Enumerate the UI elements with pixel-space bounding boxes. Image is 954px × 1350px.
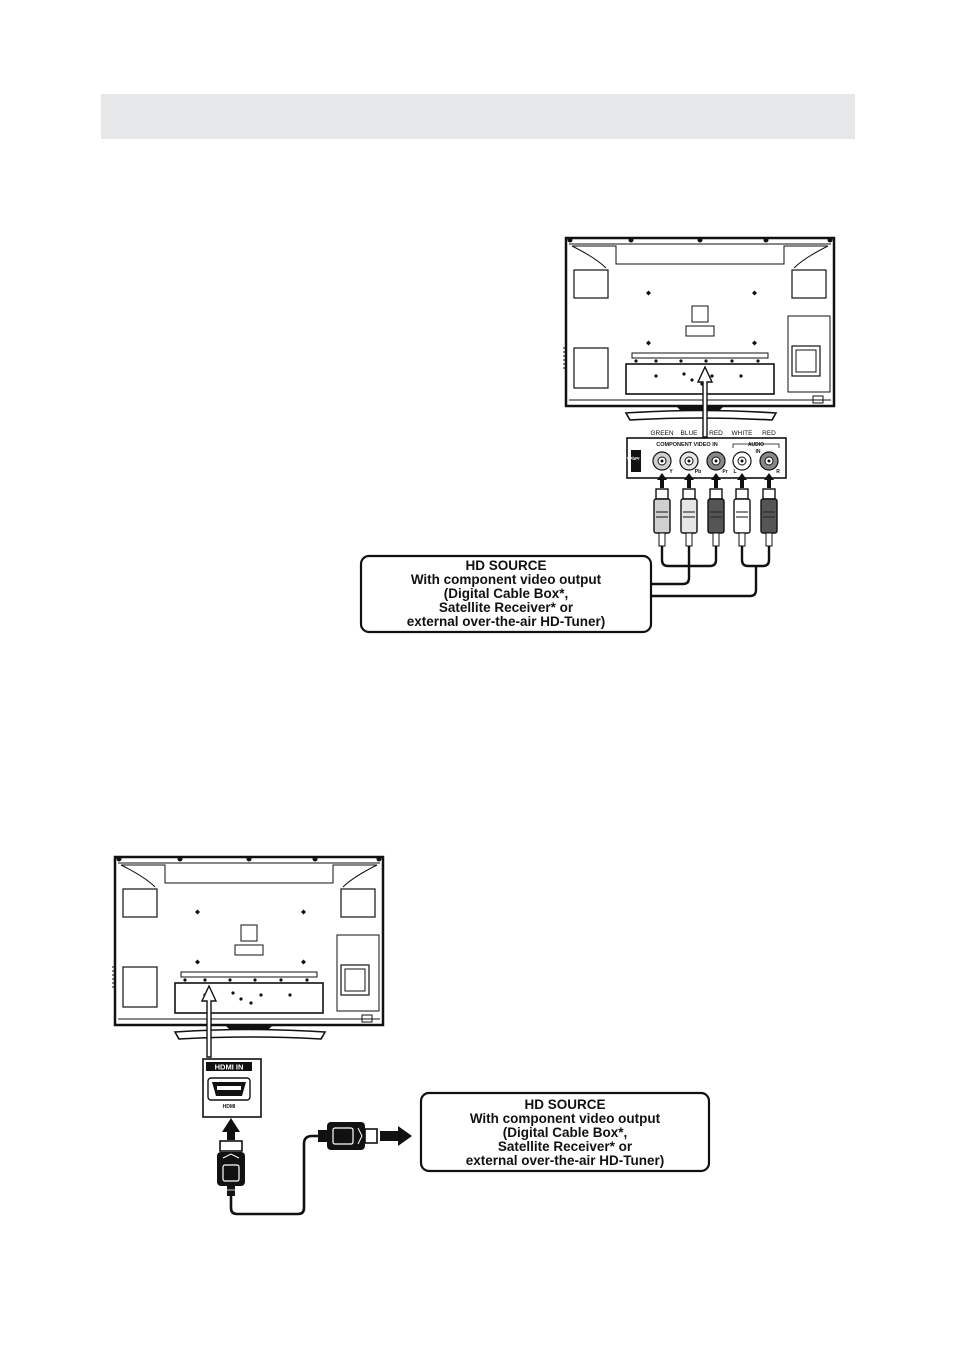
hdmi-source-box: HD SOURCE With component video output (D…	[419, 1091, 711, 1173]
hdmi-source-line-4: Satellite Receiver* or	[498, 1139, 633, 1154]
panel-side-label: YPbPr IN	[626, 456, 645, 461]
audio-in-label: IN	[756, 449, 761, 455]
component-source-line-5: external over-the-air HD-Tuner)	[407, 614, 606, 629]
hdmi-plug-source	[318, 1122, 412, 1150]
jack-pb	[679, 451, 699, 471]
jack-audio-r	[759, 451, 779, 471]
component-cables	[651, 546, 771, 598]
hdmi-plug-tv	[217, 1118, 245, 1196]
component-connection-arrow	[696, 365, 714, 438]
hdmi-source-line-1: HD SOURCE	[524, 1097, 605, 1112]
jack-y	[652, 451, 672, 471]
tv-back-hdmi	[110, 855, 385, 1041]
component-source-line-3: (Digital Cable Box*,	[444, 586, 569, 601]
component-source-line-4: Satellite Receiver* or	[439, 600, 574, 615]
jack-pr	[706, 451, 726, 471]
rca-plug-blue	[680, 473, 698, 547]
hdmi-connection-arrow	[200, 984, 218, 1058]
jack-color-labels: GREEN BLUE RED WHITE RED	[650, 430, 776, 437]
component-source-line-1: HD SOURCE	[465, 558, 546, 573]
jack-audio-l	[732, 451, 752, 471]
audio-label: AUDIO	[748, 442, 764, 448]
hdmi-port-panel: HDMI IN HDMI	[202, 1058, 262, 1118]
component-source-line-2: With component video output	[411, 572, 602, 587]
rca-plug-white	[733, 473, 751, 547]
hdmi-source-line-3: (Digital Cable Box*,	[503, 1125, 628, 1140]
hdmi-source-line-5: external over-the-air HD-Tuner)	[466, 1153, 665, 1168]
component-source-box: HD SOURCE With component video output (D…	[359, 554, 653, 634]
jack-label-pb: Pb	[695, 469, 701, 475]
panel-title: COMPONENT VIDEO IN	[656, 442, 717, 448]
rca-plug-red	[707, 473, 725, 547]
jack-label-l: L	[733, 469, 736, 475]
component-input-panel: YPbPr IN COMPONENT VIDEO IN AUDIO IN Y P…	[626, 437, 787, 479]
jack-color-red-audio: RED	[762, 430, 776, 437]
jack-color-red: RED	[709, 430, 723, 437]
hdmi-port-label: HDMI	[223, 1104, 236, 1110]
rca-plug-red-audio	[760, 473, 778, 547]
jack-color-white: WHITE	[732, 430, 754, 437]
jack-label-r: R	[776, 469, 780, 475]
rca-plugs	[653, 473, 778, 547]
hdmi-cable	[229, 1134, 318, 1216]
hdmi-port-header: HDMI IN	[215, 1063, 244, 1072]
tv-back-component	[561, 236, 836, 422]
jack-color-blue: BLUE	[681, 430, 699, 437]
section-header-band	[101, 94, 855, 139]
hdmi-source-line-2: With component video output	[470, 1111, 661, 1126]
jack-label-y: Y	[669, 469, 673, 475]
jack-color-green: GREEN	[650, 430, 673, 437]
rca-plug-green	[653, 473, 671, 547]
jack-label-pr: Pr	[722, 469, 727, 475]
